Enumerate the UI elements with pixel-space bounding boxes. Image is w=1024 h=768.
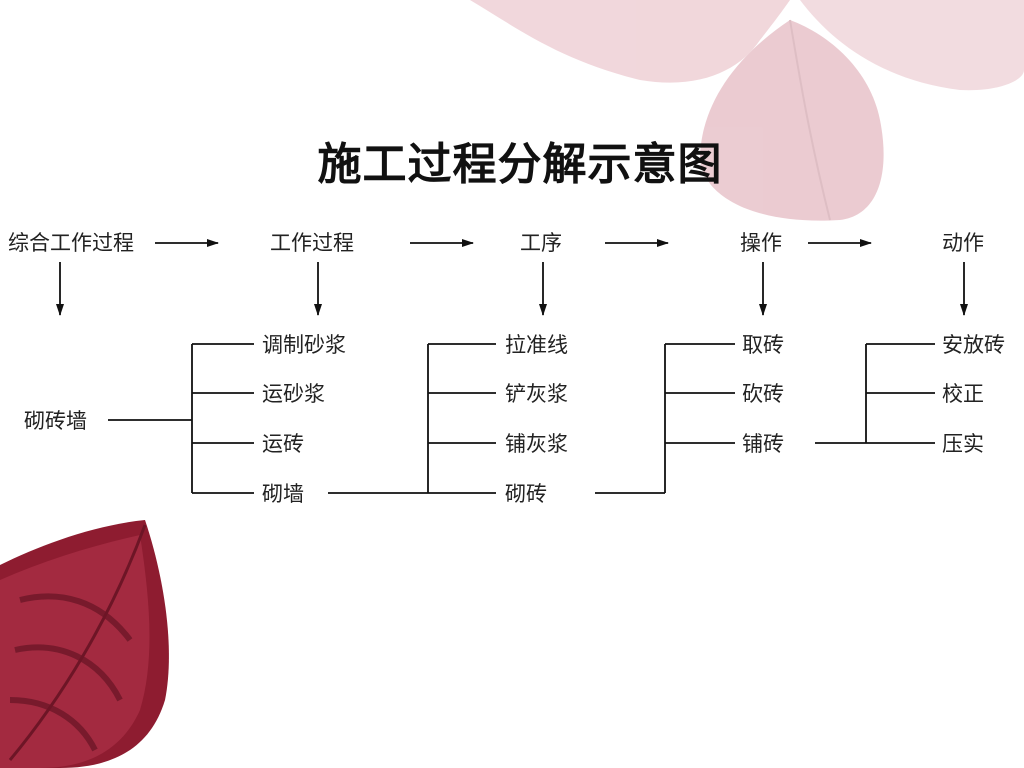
level-header-action: 动作	[942, 231, 984, 255]
operation-item: 砍砖	[742, 382, 784, 406]
work-process-item: 运砂浆	[262, 382, 325, 406]
operation-item: 取砖	[742, 333, 784, 357]
level-header-procedure: 工序	[520, 231, 562, 255]
top-leaf-left	[470, 0, 790, 83]
level-header-operation: 操作	[740, 231, 782, 255]
top-leaf-right	[800, 0, 1024, 91]
procedure-item: 铲灰浆	[505, 382, 568, 406]
action-item: 安放砖	[942, 333, 1005, 357]
procedure-item: 铺灰浆	[505, 432, 568, 456]
procedure-item: 砌砖	[505, 482, 547, 506]
procedure-item: 拉准线	[505, 333, 568, 357]
level-header-work-process: 工作过程	[270, 231, 354, 255]
operation-item: 铺砖	[742, 432, 784, 456]
action-item: 压实	[942, 432, 984, 456]
work-process-item: 砌墙	[262, 482, 304, 506]
work-process-item: 运砖	[262, 432, 304, 456]
top-leaf-center	[700, 20, 884, 221]
work-process-item: 调制砂浆	[262, 333, 346, 357]
page-title: 施工过程分解示意图	[317, 139, 723, 190]
level-header-composite: 综合工作过程	[8, 231, 134, 255]
action-item: 校正	[942, 382, 984, 406]
composite-process: 砌砖墙	[24, 409, 87, 433]
